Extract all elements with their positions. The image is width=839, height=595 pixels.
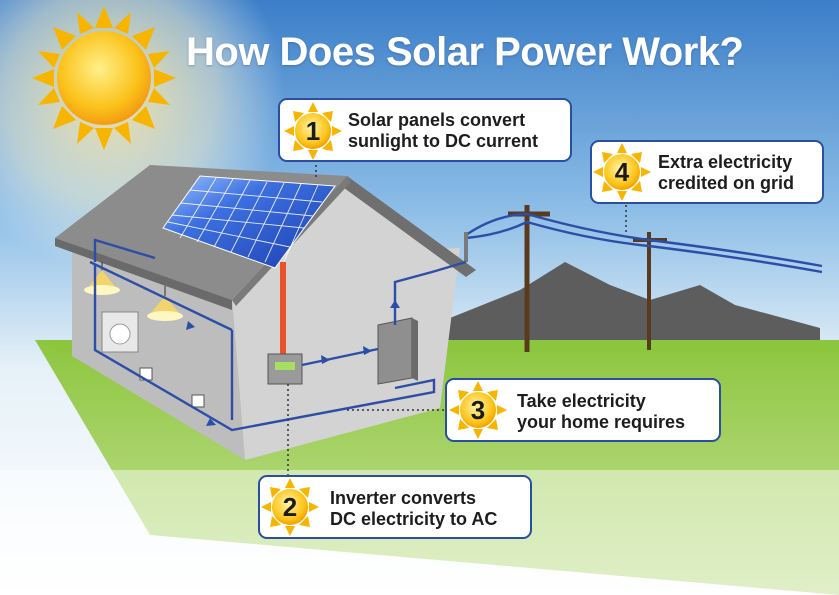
step-2-number: 2 bbox=[282, 492, 298, 522]
step-4-line2: credited on grid bbox=[658, 173, 795, 193]
page-title: How Does Solar Power Work? bbox=[186, 30, 744, 74]
power-poles bbox=[464, 205, 823, 352]
step-1-number: 1 bbox=[305, 116, 321, 146]
step-2-callout: Inverter converts DC electricity to AC bbox=[258, 475, 532, 539]
step-4-badge: 4 bbox=[592, 142, 652, 202]
step-2-badge: 2 bbox=[260, 477, 320, 537]
washing-machine bbox=[101, 311, 139, 353]
meter-box bbox=[377, 317, 418, 385]
step-3-number: 3 bbox=[470, 395, 486, 425]
step-4-number: 4 bbox=[614, 157, 630, 187]
power-outlet bbox=[191, 394, 205, 408]
sun-badge-icon bbox=[593, 143, 651, 201]
step-3-line1: Take electricity bbox=[517, 391, 646, 411]
inverter bbox=[267, 353, 303, 385]
sun-badge-icon bbox=[449, 381, 507, 439]
mountain bbox=[420, 262, 820, 345]
step-4-line1: Extra electricity bbox=[658, 152, 793, 172]
sun-badge-icon bbox=[284, 102, 342, 160]
step-1-line2: sunlight to DC current bbox=[348, 131, 538, 151]
step-1-badge: 1 bbox=[283, 101, 343, 161]
step-3-line2: your home requires bbox=[517, 412, 686, 432]
house bbox=[55, 165, 476, 460]
sun-icon bbox=[32, 6, 176, 150]
solar-panel bbox=[162, 175, 336, 269]
step-2-line2: DC electricity to AC bbox=[330, 509, 498, 529]
step-2-line1: Inverter converts bbox=[330, 488, 477, 508]
step-3-badge: 3 bbox=[448, 380, 508, 440]
sun-badge-icon bbox=[261, 478, 319, 536]
step-1-line1: Solar panels convert bbox=[348, 110, 526, 130]
